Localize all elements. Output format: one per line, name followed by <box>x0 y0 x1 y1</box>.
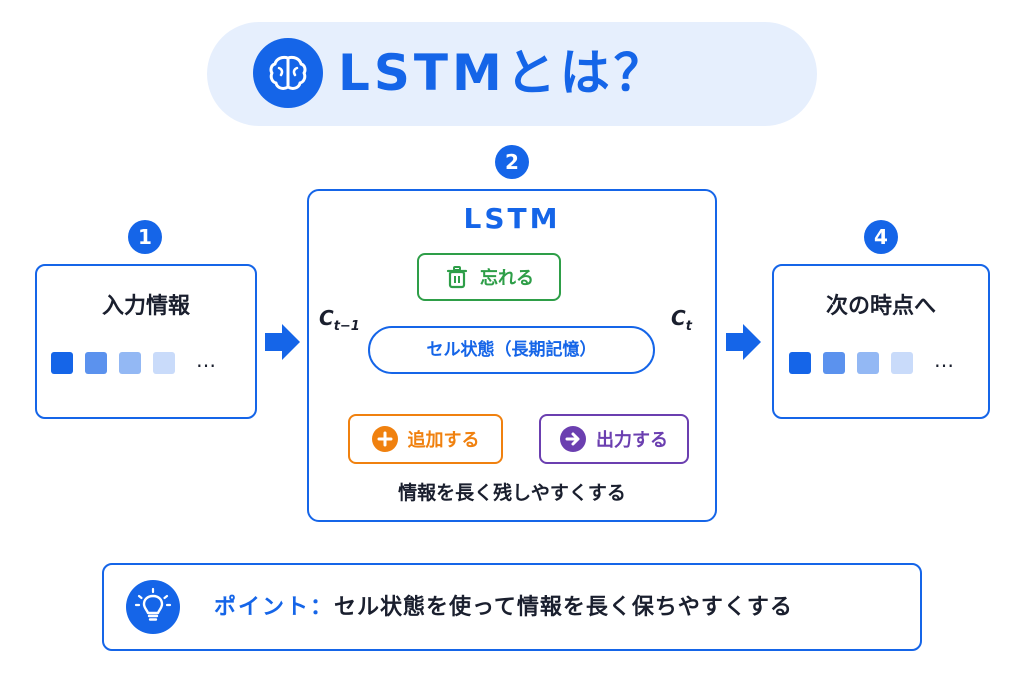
input-square <box>119 352 141 374</box>
point-body: セル状態を使って情報を長く保ちやすくする <box>334 595 793 620</box>
c-prev-label: Ct−1 <box>319 306 360 334</box>
add-gate: 追加する <box>348 414 503 464</box>
output-gate-label: 出力する <box>596 430 668 451</box>
trash-icon <box>444 264 470 290</box>
point-text: ポイント：セル状態を使って情報を長く保ちやすくする <box>214 590 793 626</box>
forget-gate-label: 忘れる <box>480 268 534 289</box>
output-box <box>772 264 990 419</box>
input-box <box>35 264 257 419</box>
arrow-right-circle-icon <box>560 426 586 452</box>
point-box <box>102 563 922 651</box>
output-square <box>789 352 811 374</box>
output-box-title: 次の時点へ <box>825 294 936 319</box>
cell-state-pill: セル状態（長期記憶） <box>368 326 655 374</box>
output-square <box>857 352 879 374</box>
c-next-label: Ct <box>671 306 692 334</box>
input-square <box>153 352 175 374</box>
lstm-heading: LSTM <box>463 202 561 235</box>
brain-icon <box>253 38 323 108</box>
input-square <box>85 352 107 374</box>
step-badge-1: 1 <box>128 220 162 254</box>
flow-arrow-left <box>265 324 300 360</box>
add-gate-label: 追加する <box>407 430 480 451</box>
lightbulb-icon <box>126 580 180 634</box>
input-square <box>51 352 73 374</box>
flow-arrow-right <box>726 324 761 360</box>
forget-gate: 忘れる <box>417 253 561 301</box>
step-badge-2: 2 <box>495 145 529 179</box>
input-ellipsis: … <box>196 348 217 372</box>
output-square <box>823 352 845 374</box>
input-box-title: 入力情報 <box>101 294 190 319</box>
page-title: LSTMとは？ <box>338 44 668 102</box>
output-square <box>891 352 913 374</box>
step-badge-4: 4 <box>864 220 898 254</box>
lstm-caption: 情報を長く残しやすくする <box>398 482 626 504</box>
output-ellipsis: … <box>934 348 955 372</box>
output-gate: 出力する <box>539 414 689 464</box>
point-label: ポイント： <box>214 595 335 620</box>
plus-circle-icon <box>371 426 398 452</box>
